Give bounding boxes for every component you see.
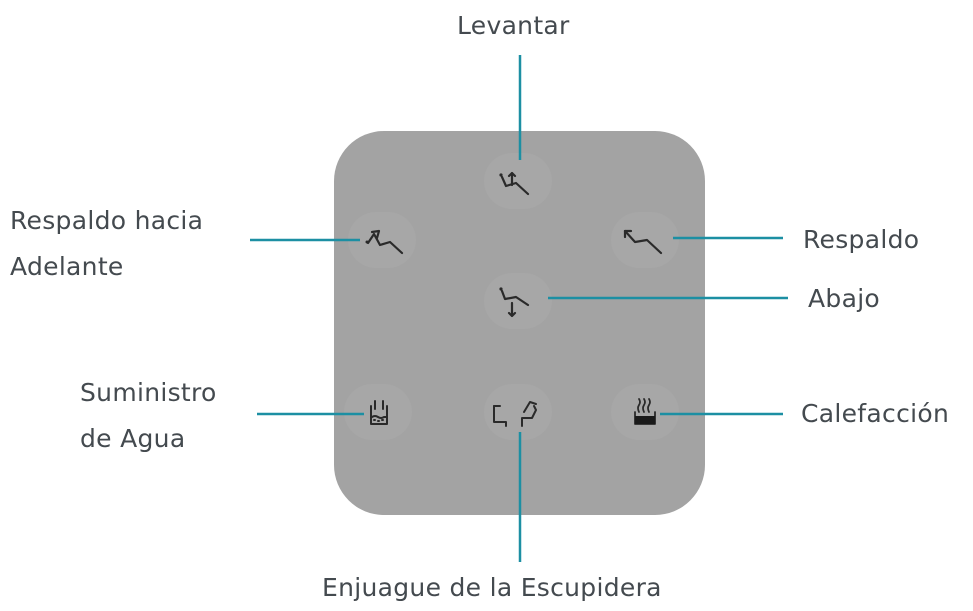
chair-lower-icon [499, 287, 530, 318]
label-water-supply-1: Suministro [80, 378, 217, 407]
label-backrest-forward-1: Respaldo hacia [10, 206, 204, 235]
raise-button[interactable] [484, 153, 552, 209]
water-supply-button[interactable] [344, 384, 412, 440]
spittoon-rinse-button[interactable] [484, 384, 552, 440]
heater-base [635, 416, 655, 424]
label-raise: Levantar [457, 11, 570, 40]
label-water-supply-2: de Agua [80, 424, 186, 453]
label-backrest: Respaldo [803, 225, 920, 254]
water-heating-icon [634, 398, 656, 425]
label-spittoon-rinse: Enjuague de la Escupidera [322, 573, 662, 602]
backrest-recline-icon [623, 229, 663, 255]
lower-button[interactable] [484, 273, 552, 329]
label-backrest-forward-2: Adelante [10, 252, 124, 281]
backrest-button[interactable] [611, 212, 679, 268]
heating-button[interactable] [611, 384, 679, 440]
cup-fill-icon [370, 400, 388, 425]
chair-raise-icon [499, 171, 530, 196]
label-heating: Calefacción [801, 399, 950, 428]
backrest-forward-icon [365, 229, 404, 255]
label-lower: Abajo [808, 284, 881, 313]
spittoon-rinse-icon [493, 401, 537, 427]
